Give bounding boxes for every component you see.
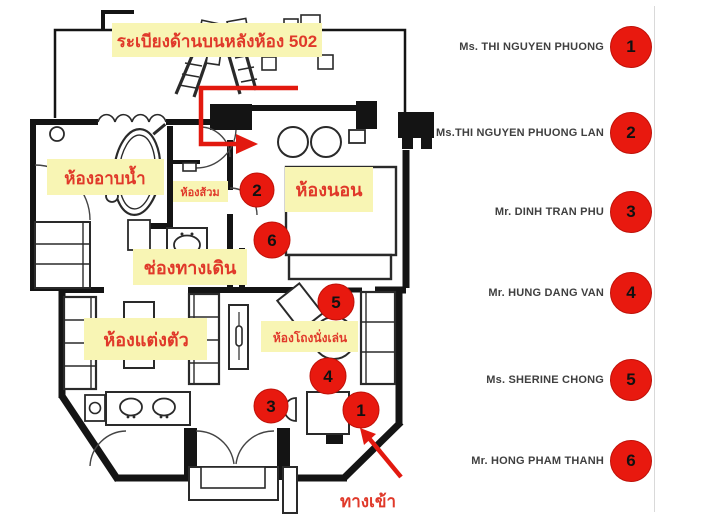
plan-marker-4: 4	[309, 357, 347, 395]
label-entrance: ทางเข้า	[340, 492, 396, 511]
plan-marker-5: 5	[317, 283, 355, 321]
route-arrow	[198, 85, 298, 154]
legend-item: Mr. DINH TRAN PHU 3	[494, 191, 652, 233]
plan-marker-6: 6	[253, 221, 291, 259]
legend-number-badge: 1	[610, 26, 652, 68]
floor-plan: ระเบียงด้านบนหลังห้อง 502 ห้องอาบน้ำ ห้อ…	[30, 10, 434, 514]
outer-walls	[30, 101, 434, 482]
entrance-arrow	[360, 428, 403, 479]
guest-legend: Ms. THI NGUYEN PHUONG 1 Ms.THI NGUYEN PH…	[430, 0, 680, 520]
svg-text:ทางเข้า: ทางเข้า	[340, 492, 396, 511]
bathroom-fixture	[49, 126, 65, 142]
porch	[188, 466, 298, 514]
label-bathroom: ห้องอาบน้ำ	[47, 159, 164, 195]
toilet-cistern	[182, 162, 197, 172]
legend-number-badge: 3	[610, 191, 652, 233]
label-balcony-title: ระเบียงด้านบนหลังห้อง 502	[112, 23, 322, 57]
plan-marker-1: 1	[342, 391, 380, 429]
legend-number-badge: 5	[610, 359, 652, 401]
legend-item: Ms. THI NGUYEN PHUONG 1	[459, 26, 652, 68]
svg-text:ห้องแต่งตัว: ห้องแต่งตัว	[103, 330, 188, 350]
svg-text:6: 6	[267, 231, 276, 250]
tv-cabinet	[228, 304, 249, 370]
svg-text:ห้องอาบน้ำ: ห้องอาบน้ำ	[64, 165, 145, 188]
legend-number-badge: 6	[610, 440, 652, 482]
window-arcs	[97, 113, 167, 123]
ottoman-icon	[306, 391, 350, 435]
svg-text:3: 3	[266, 397, 275, 416]
legend-name: Mr. HUNG DANG VAN	[488, 287, 604, 299]
svg-text:2: 2	[252, 181, 261, 200]
legend-item: Mr. HONG PHAM THANH 6	[471, 440, 652, 482]
svg-text:4: 4	[323, 367, 333, 386]
legend-name: Ms. SHERINE CHONG	[486, 374, 604, 386]
label-corridor: ช่องทางเดิน	[133, 249, 247, 285]
floor-plan-svg: ระเบียงด้านบนหลังห้อง 502 ห้องอาบน้ำ ห้อ…	[30, 10, 434, 514]
svg-text:ห้องส้วม: ห้องส้วม	[180, 186, 219, 199]
plan-marker-3: 3	[253, 388, 289, 424]
dresser	[34, 221, 91, 289]
legend-item: Ms.THI NGUYEN PHUONG LAN 2	[436, 112, 652, 154]
svg-text:ระเบียงด้านบนหลังห้อง 502: ระเบียงด้านบนหลังห้อง 502	[117, 31, 317, 51]
label-living: ห้องโถงนั่งเล่น	[261, 321, 358, 352]
svg-text:1: 1	[356, 401, 365, 420]
svg-text:ห้องโถงนั่งเล่น: ห้องโถงนั่งเล่น	[273, 329, 348, 345]
svg-text:5: 5	[331, 293, 340, 312]
legend-number-badge: 4	[610, 272, 652, 314]
legend-name: Ms.THI NGUYEN PHUONG LAN	[436, 127, 604, 139]
legend-name: Ms. THI NGUYEN PHUONG	[459, 41, 604, 53]
svg-text:ห้องนอน: ห้องนอน	[296, 180, 364, 200]
label-dressing: ห้องแต่งตัว	[84, 318, 207, 360]
svg-text:ช่องทางเดิน: ช่องทางเดิน	[144, 258, 237, 278]
legend-name: Mr. HONG PHAM THANH	[471, 455, 604, 467]
cabinet	[127, 219, 151, 251]
legend-item: Ms. SHERINE CHONG 5	[486, 359, 652, 401]
label-toilet: ห้องส้วม	[173, 181, 228, 202]
legend-item: Mr. HUNG DANG VAN 4	[488, 272, 652, 314]
sink-counter	[84, 391, 191, 426]
label-bedroom: ห้องนอน	[285, 167, 373, 212]
column-divider	[654, 6, 655, 512]
legend-number-badge: 2	[610, 112, 652, 154]
plan-marker-2: 2	[239, 172, 275, 208]
legend-name: Mr. DINH TRAN PHU	[494, 206, 604, 218]
